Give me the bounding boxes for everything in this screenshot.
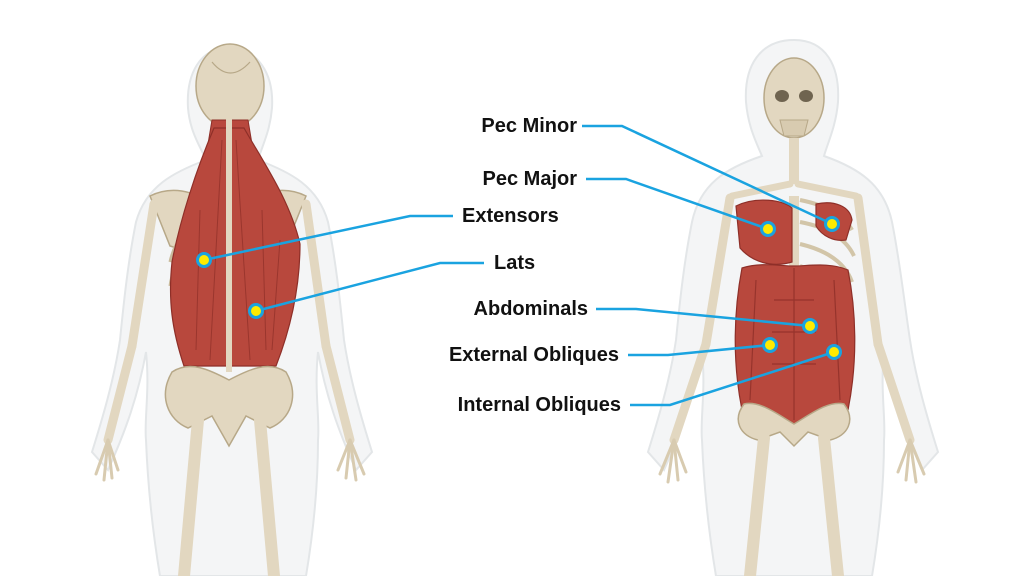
markers xyxy=(196,216,842,360)
abdominal-muscles xyxy=(734,264,856,425)
label-pec-minor: Pec Minor xyxy=(481,115,577,137)
marker-pec-minor xyxy=(824,216,840,232)
marker-abdominals xyxy=(802,318,818,334)
hand-bones-back xyxy=(94,438,366,482)
jaw xyxy=(779,119,809,137)
back-muscles xyxy=(169,127,301,367)
anterior-figure xyxy=(646,38,940,576)
skull-suture xyxy=(211,61,251,74)
arm-bones-back xyxy=(103,199,355,445)
marker-pec-major xyxy=(760,221,776,237)
label-pec-major: Pec Major xyxy=(482,168,577,190)
leader-line-internal-obliques xyxy=(630,350,835,407)
eye-socket-left xyxy=(775,90,789,102)
pelvis-back xyxy=(164,365,294,448)
leader-line-extensors xyxy=(203,214,453,262)
arm-bones-front xyxy=(669,193,915,445)
label-external-obliques: External Obliques xyxy=(448,344,619,366)
leg-bones-back xyxy=(178,414,280,576)
eye-socket-right xyxy=(799,90,813,102)
label-lats: Lats xyxy=(494,252,536,274)
leader-line-external-obliques xyxy=(628,343,771,357)
marker-external-obliques xyxy=(762,337,778,353)
label-abdominals: Abdominals xyxy=(473,298,588,320)
marker-internal-obliques xyxy=(826,344,842,360)
label-extensors: Extensors xyxy=(462,205,559,227)
leader-line-pec-minor xyxy=(582,124,833,226)
leader-lines xyxy=(203,124,835,407)
back-muscle-fibers xyxy=(195,139,281,361)
hand-bones-front xyxy=(658,438,926,484)
marker-lats xyxy=(248,303,264,319)
leader-line-abdominals xyxy=(596,307,811,328)
label-internal-obliques: Internal Obliques xyxy=(457,394,621,416)
leg-bones-front xyxy=(744,432,844,576)
marker-extensors xyxy=(196,252,212,268)
skull-back xyxy=(195,43,265,129)
leader-line-lats xyxy=(255,261,484,313)
posterior-figure xyxy=(90,43,374,576)
leader-line-pec-major xyxy=(586,177,769,231)
